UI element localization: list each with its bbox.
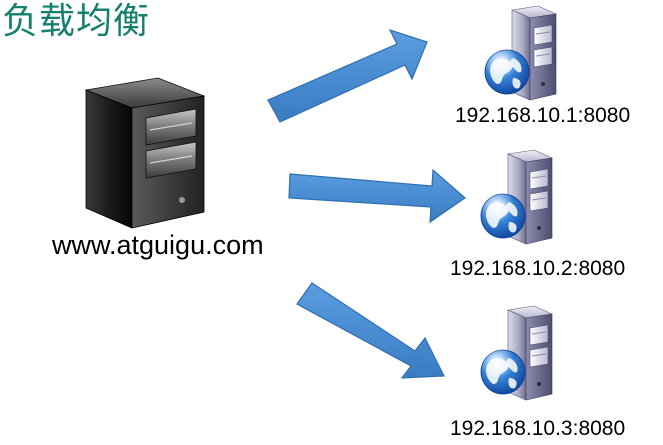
globe-icon [480, 193, 526, 239]
main-server-label: www.atguigu.com [52, 230, 264, 260]
arrow-to-server-1 [267, 28, 428, 123]
arrow-to-server-2 [288, 168, 466, 224]
backend-server-2-label: 192.168.10.2:8080 [450, 257, 626, 280]
backend-server-3-label: 192.168.10.3:8080 [450, 417, 626, 440]
globe-icon [484, 49, 530, 95]
diagram-title: 负载均衡 [2, 1, 151, 42]
main-server-icon [84, 77, 206, 229]
arrow-to-server-3 [296, 282, 445, 379]
globe-icon [480, 349, 526, 395]
backend-server-1-label: 192.168.10.1:8080 [455, 104, 631, 127]
